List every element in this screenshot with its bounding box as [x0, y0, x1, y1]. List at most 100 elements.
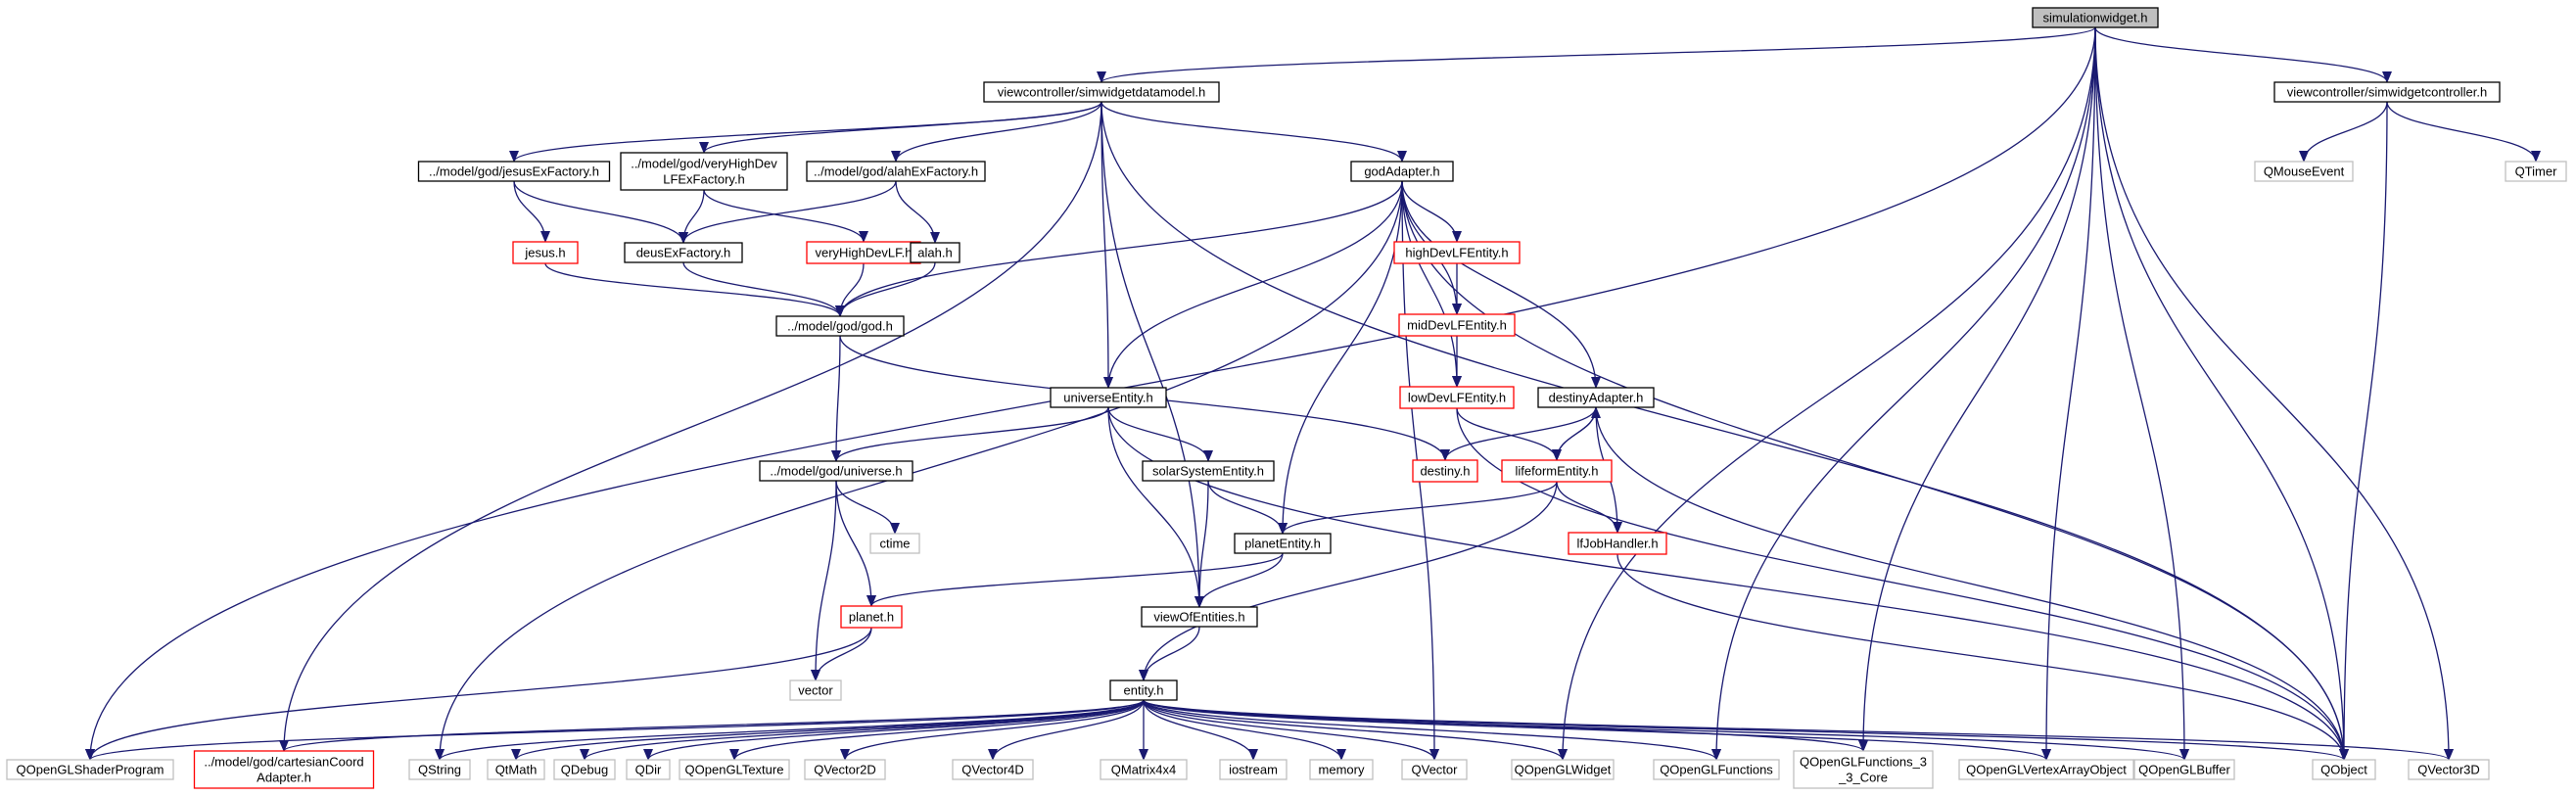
- node-qvector4d[interactable]: QVector4D: [952, 759, 1034, 780]
- node-box: [193, 750, 375, 789]
- node-box: [789, 679, 842, 701]
- node-label: destiny.h: [1420, 464, 1470, 479]
- node-box: [1234, 533, 1332, 554]
- node-qvector[interactable]: QVector: [1401, 759, 1468, 780]
- node-label: QOpenGLVertexArrayObject: [1966, 763, 2127, 777]
- node-model-god-alahexfactory-h[interactable]: ../model/god/alahExFactory.h: [806, 161, 986, 182]
- node-planetentity-h[interactable]: planetEntity.h: [1234, 533, 1332, 554]
- node-qdebug[interactable]: QDebug: [553, 759, 616, 780]
- edge-root-to-controller: [2094, 26, 2392, 83]
- node-box: [1537, 387, 1655, 408]
- edge-root-to-QOpenGLVAO: [2041, 26, 2096, 761]
- node-label: viewcontroller/simwidgetdatamodel.h: [998, 85, 1205, 100]
- edge-destinyAdapter-to-destiny: [1440, 406, 1597, 461]
- node-godadapter-h[interactable]: godAdapter.h: [1350, 161, 1454, 182]
- edge-root-to-QObject: [2094, 26, 2349, 761]
- node-qmouseevent[interactable]: QMouseEvent: [2254, 161, 2354, 182]
- node-lifeformentity-h[interactable]: lifeformEntity.h: [1501, 459, 1613, 483]
- node-label: lfJobHandler.h: [1576, 537, 1658, 551]
- node-model-god-universe-h[interactable]: ../model/god/universe.h: [759, 460, 913, 482]
- node-label: veryHighDevLF.h: [816, 246, 913, 260]
- node-label: QMatrix4x4: [1111, 763, 1176, 777]
- node-veryhighdevlf-h[interactable]: veryHighDevLF.h: [806, 241, 921, 264]
- node-universeentity-h[interactable]: universeEntity.h: [1050, 387, 1167, 408]
- node-qobject[interactable]: QObject: [2312, 759, 2376, 780]
- node-middevlfentity-h[interactable]: midDevLFEntity.h: [1398, 313, 1516, 337]
- node-qopenglvertexarrayobject[interactable]: QOpenGLVertexArrayObject: [1958, 759, 2134, 780]
- edge-root-to-QVector3D: [2094, 26, 2454, 761]
- node-box: [1511, 759, 1615, 780]
- node-qdir[interactable]: QDir: [626, 759, 671, 780]
- node-label: QString: [418, 763, 461, 777]
- node-qmatrix4x4[interactable]: QMatrix4x4: [1100, 759, 1188, 780]
- edge-planetEntity-to-planet: [866, 552, 1284, 607]
- node-jesus-h[interactable]: jesus.h: [512, 241, 579, 264]
- node-label: vector: [798, 683, 833, 698]
- edge-entity-to-cartesian: [279, 699, 1145, 752]
- edge-controller-to-QTimer: [2386, 101, 2541, 163]
- node-qvector2d[interactable]: QVector2D: [804, 759, 886, 780]
- node-viewofentities-h[interactable]: viewOfEntities.h: [1141, 606, 1258, 628]
- edge-entity-to-QtMath: [511, 699, 1145, 761]
- node-viewcontroller-simwidgetdatamodel-h[interactable]: viewcontroller/simwidgetdatamodel.h: [983, 81, 1220, 103]
- node-label: simulationwidget.h: [2043, 11, 2148, 25]
- edge-datamodel-to-cartesian: [279, 101, 1102, 752]
- edge-planet-to-vector: [811, 627, 872, 681]
- edge-viewOfEntities-to-entity: [1139, 626, 1200, 681]
- node-box: [553, 759, 616, 780]
- node-label: viewOfEntities.h: [1153, 610, 1244, 625]
- node-qstring[interactable]: QString: [408, 759, 471, 780]
- edge-jesusEx-to-deusEx: [513, 180, 688, 244]
- node-qopenglfunctions[interactable]: QOpenGLFunctions: [1653, 759, 1780, 780]
- node-label: entity.h: [1124, 683, 1164, 698]
- node-solarsystementity-h[interactable]: solarSystemEntity.h: [1142, 460, 1275, 482]
- node-qopenglshaderprogram[interactable]: QOpenGLShaderProgram: [6, 759, 174, 780]
- node-model-god-god-h[interactable]: ../model/god/god.h: [775, 315, 905, 337]
- node-qopenglbuffer[interactable]: QOpenGLBuffer: [2133, 759, 2235, 780]
- node-lfjobhandler-h[interactable]: lfJobHandler.h: [1568, 532, 1667, 555]
- node-lowdevlfentity-h[interactable]: lowDevLFEntity.h: [1399, 386, 1515, 409]
- node-label: QDebug: [561, 763, 608, 777]
- edge-root-to-QOpenGLFunctions_3_3: [1858, 26, 2096, 752]
- node-simulationwidget-h[interactable]: simulationwidget.h: [2032, 7, 2159, 28]
- node-qopengltexture[interactable]: QOpenGLTexture: [679, 759, 790, 780]
- node-entity-h[interactable]: entity.h: [1109, 679, 1178, 701]
- node-highdevlfentity-h[interactable]: highDevLFEntity.h: [1393, 241, 1521, 264]
- node-qtimer[interactable]: QTimer: [2505, 161, 2567, 182]
- edge-alahEx-to-alah: [895, 180, 940, 244]
- node-destinyadapter-h[interactable]: destinyAdapter.h: [1537, 387, 1655, 408]
- node-deusexfactory-h[interactable]: deusExFactory.h: [624, 242, 743, 263]
- node-memory[interactable]: memory: [1309, 759, 1374, 780]
- node-label: QOpenGLFunctions: [1660, 763, 1773, 777]
- node-viewcontroller-simwidgetcontroller-h[interactable]: viewcontroller/simwidgetcontroller.h: [2273, 81, 2501, 103]
- dependency-edges: [85, 26, 2541, 761]
- edge-god-to-universe: [831, 335, 842, 462]
- edge-datamodel-to-godAdapter: [1101, 101, 1407, 163]
- edge-universe-to-ctime: [835, 480, 900, 535]
- node-iostream[interactable]: iostream: [1219, 759, 1288, 780]
- node-destiny-h[interactable]: destiny.h: [1412, 459, 1478, 483]
- node-model-god-jesusexfactory-h[interactable]: ../model/god/jesusExFactory.h: [417, 161, 611, 182]
- edge-datamodel-to-QObject: [1101, 101, 2349, 761]
- node-qtmath[interactable]: QtMath: [487, 759, 545, 780]
- node-ctime[interactable]: ctime: [869, 533, 920, 554]
- node-planet-h[interactable]: planet.h: [840, 605, 903, 629]
- node-box: [487, 759, 545, 780]
- node-box: [2032, 7, 2159, 28]
- edge-datamodel-to-jesusEx: [509, 101, 1102, 163]
- node-qopenglwidget[interactable]: QOpenGLWidget: [1511, 759, 1615, 780]
- edge-planetEntity-to-viewOfEntities: [1194, 552, 1284, 608]
- node-alah-h[interactable]: alah.h: [910, 242, 960, 263]
- edge-datamodel-to-alahEx: [891, 101, 1102, 163]
- node-label: destinyAdapter.h: [1549, 391, 1644, 405]
- edge-entity-to-QVector4D: [988, 699, 1145, 761]
- node-box: [983, 81, 1220, 103]
- edge-universeEntity-to-QObject: [1107, 406, 2349, 761]
- node-vector[interactable]: vector: [789, 679, 842, 701]
- node-box: [775, 315, 905, 337]
- node-qopenglfunctions-3-3-core[interactable]: QOpenGLFunctions_3_3_Core: [1793, 750, 1934, 789]
- node-label: QVector2D: [814, 763, 876, 777]
- node-qvector3d[interactable]: QVector3D: [2408, 759, 2490, 780]
